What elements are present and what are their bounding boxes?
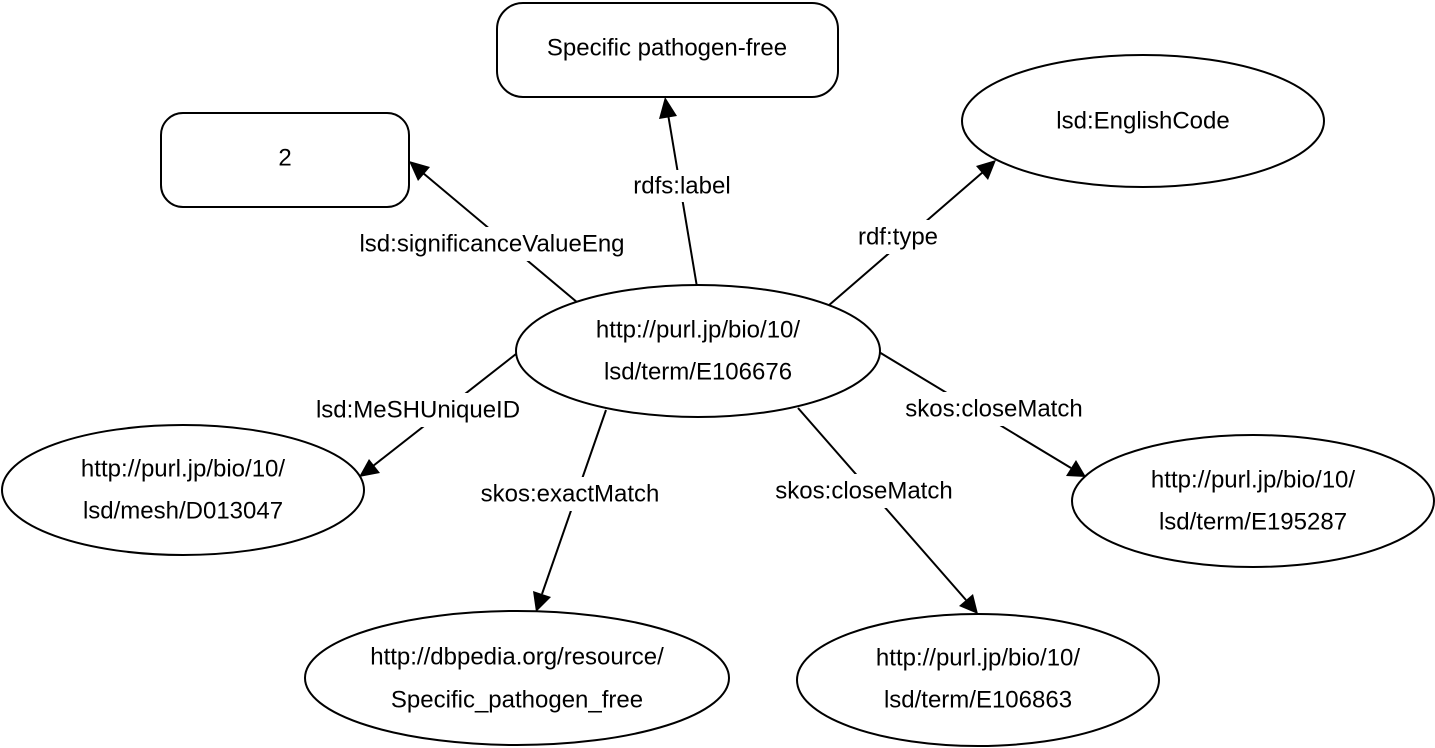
edge-significance-value-arrowhead — [409, 161, 430, 181]
node-literal-label: Specific pathogen-free — [496, 2, 839, 98]
edge-mesh-unique-id: lsd:MeSHUniqueID — [303, 353, 535, 477]
node-dbpedia-line-2: Specific_pathogen_free — [391, 687, 643, 714]
node-literal-label-text: Specific pathogen-free — [547, 35, 787, 62]
node-term-e195287-line-2: lsd/term/E195287 — [1159, 509, 1347, 536]
node-term-e106863-line-2: lsd/term/E106863 — [884, 687, 1072, 714]
node-mesh-line-1: http://purl.jp/bio/10/ — [81, 456, 285, 483]
edge-rdf-type: rdf:type — [827, 160, 996, 307]
edge-rdf-type-arrowhead — [976, 160, 996, 180]
edge-skos-exact-match-label: skos:exactMatch — [481, 481, 660, 508]
edge-skos-close-match-e195287-arrowhead — [1066, 460, 1086, 477]
node-term-e195287: http://purl.jp/bio/10/ lsd/term/E195287 — [1071, 434, 1435, 568]
node-english-code-text: lsd:EnglishCode — [1056, 108, 1229, 135]
edge-skos-close-match-e106863-arrowhead — [959, 594, 978, 614]
edge-rdf-type-label: rdf:type — [858, 224, 938, 251]
edge-rdfs-label-arrowhead — [659, 97, 677, 119]
node-center-line-1: http://purl.jp/bio/10/ — [596, 317, 800, 344]
edge-mesh-unique-id-arrowhead — [359, 459, 380, 477]
edge-skos-exact-match: skos:exactMatch — [472, 409, 668, 612]
edge-skos-close-match-e195287-label: skos:closeMatch — [905, 396, 1082, 423]
node-center-line-2: lsd/term/E106676 — [604, 359, 792, 386]
node-dbpedia-line-1: http://dbpedia.org/resource/ — [370, 644, 664, 671]
node-dbpedia-resource: http://dbpedia.org/resource/ Specific_pa… — [304, 610, 730, 746]
node-literal-significance: 2 — [160, 112, 410, 208]
edge-significance-value: lsd:significanceValueEng — [348, 161, 636, 304]
node-literal-significance-text: 2 — [278, 145, 291, 172]
edge-rdfs-label: rdfs:label — [624, 97, 740, 288]
edge-skos-close-match-e106863: skos:closeMatch — [766, 407, 978, 614]
node-mesh-line-2: lsd/mesh/D013047 — [83, 498, 283, 525]
node-term-e195287-line-1: http://purl.jp/bio/10/ — [1151, 467, 1355, 494]
node-center-term-e106676: http://purl.jp/bio/10/ lsd/term/E106676 — [515, 284, 881, 418]
edge-skos-exact-match-arrowhead — [533, 591, 551, 612]
node-term-e106863-line-1: http://purl.jp/bio/10/ — [876, 645, 1080, 672]
edge-rdfs-label-label: rdfs:label — [633, 173, 730, 200]
edge-skos-close-match-e195287: skos:closeMatch — [878, 351, 1092, 477]
node-mesh-d013047: http://purl.jp/bio/10/ lsd/mesh/D013047 — [1, 424, 365, 556]
edge-significance-value-label: lsd:significanceValueEng — [359, 231, 624, 258]
edge-mesh-unique-id-label: lsd:MeSHUniqueID — [316, 397, 520, 424]
edge-skos-close-match-e106863-label: skos:closeMatch — [775, 478, 952, 505]
node-term-e106863: http://purl.jp/bio/10/ lsd/term/E106863 — [796, 613, 1160, 747]
node-english-code: lsd:EnglishCode — [961, 54, 1325, 188]
